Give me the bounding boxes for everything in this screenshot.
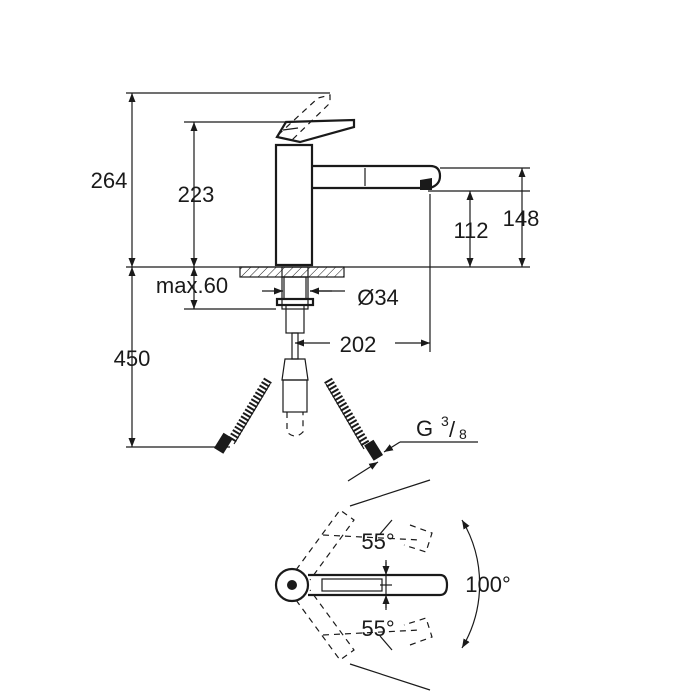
connection-denominator: 8 bbox=[459, 426, 467, 442]
connection-slash: / bbox=[449, 417, 456, 442]
label-hose-length: 450 bbox=[114, 346, 151, 371]
counter-top bbox=[239, 266, 345, 310]
label-outlet-inner: 112 bbox=[453, 218, 488, 243]
label-angle-total: 100° bbox=[465, 572, 511, 597]
connection-leader bbox=[347, 441, 478, 482]
hose-right bbox=[324, 377, 384, 461]
label-angle-bottom: 55° bbox=[361, 616, 394, 641]
faucet-body bbox=[274, 94, 442, 267]
dim-line-148 bbox=[440, 167, 530, 267]
label-body-height: 223 bbox=[178, 182, 215, 207]
label-connection: G 3 / 8 bbox=[416, 413, 467, 442]
label-spout-reach: 202 bbox=[340, 332, 377, 357]
connection-numerator: 3 bbox=[441, 413, 449, 429]
hose-left bbox=[213, 377, 272, 454]
mounting-hardware bbox=[275, 276, 315, 437]
label-max-counter: max.60 bbox=[156, 273, 228, 298]
label-hole-diameter: Ø34 bbox=[357, 285, 399, 310]
label-total-height: 264 bbox=[91, 168, 128, 193]
label-angle-top: 55° bbox=[361, 529, 394, 554]
connection-letter: G bbox=[416, 416, 433, 441]
swivel-top-view bbox=[274, 479, 481, 691]
label-outlet-outer: 148 bbox=[503, 206, 540, 231]
